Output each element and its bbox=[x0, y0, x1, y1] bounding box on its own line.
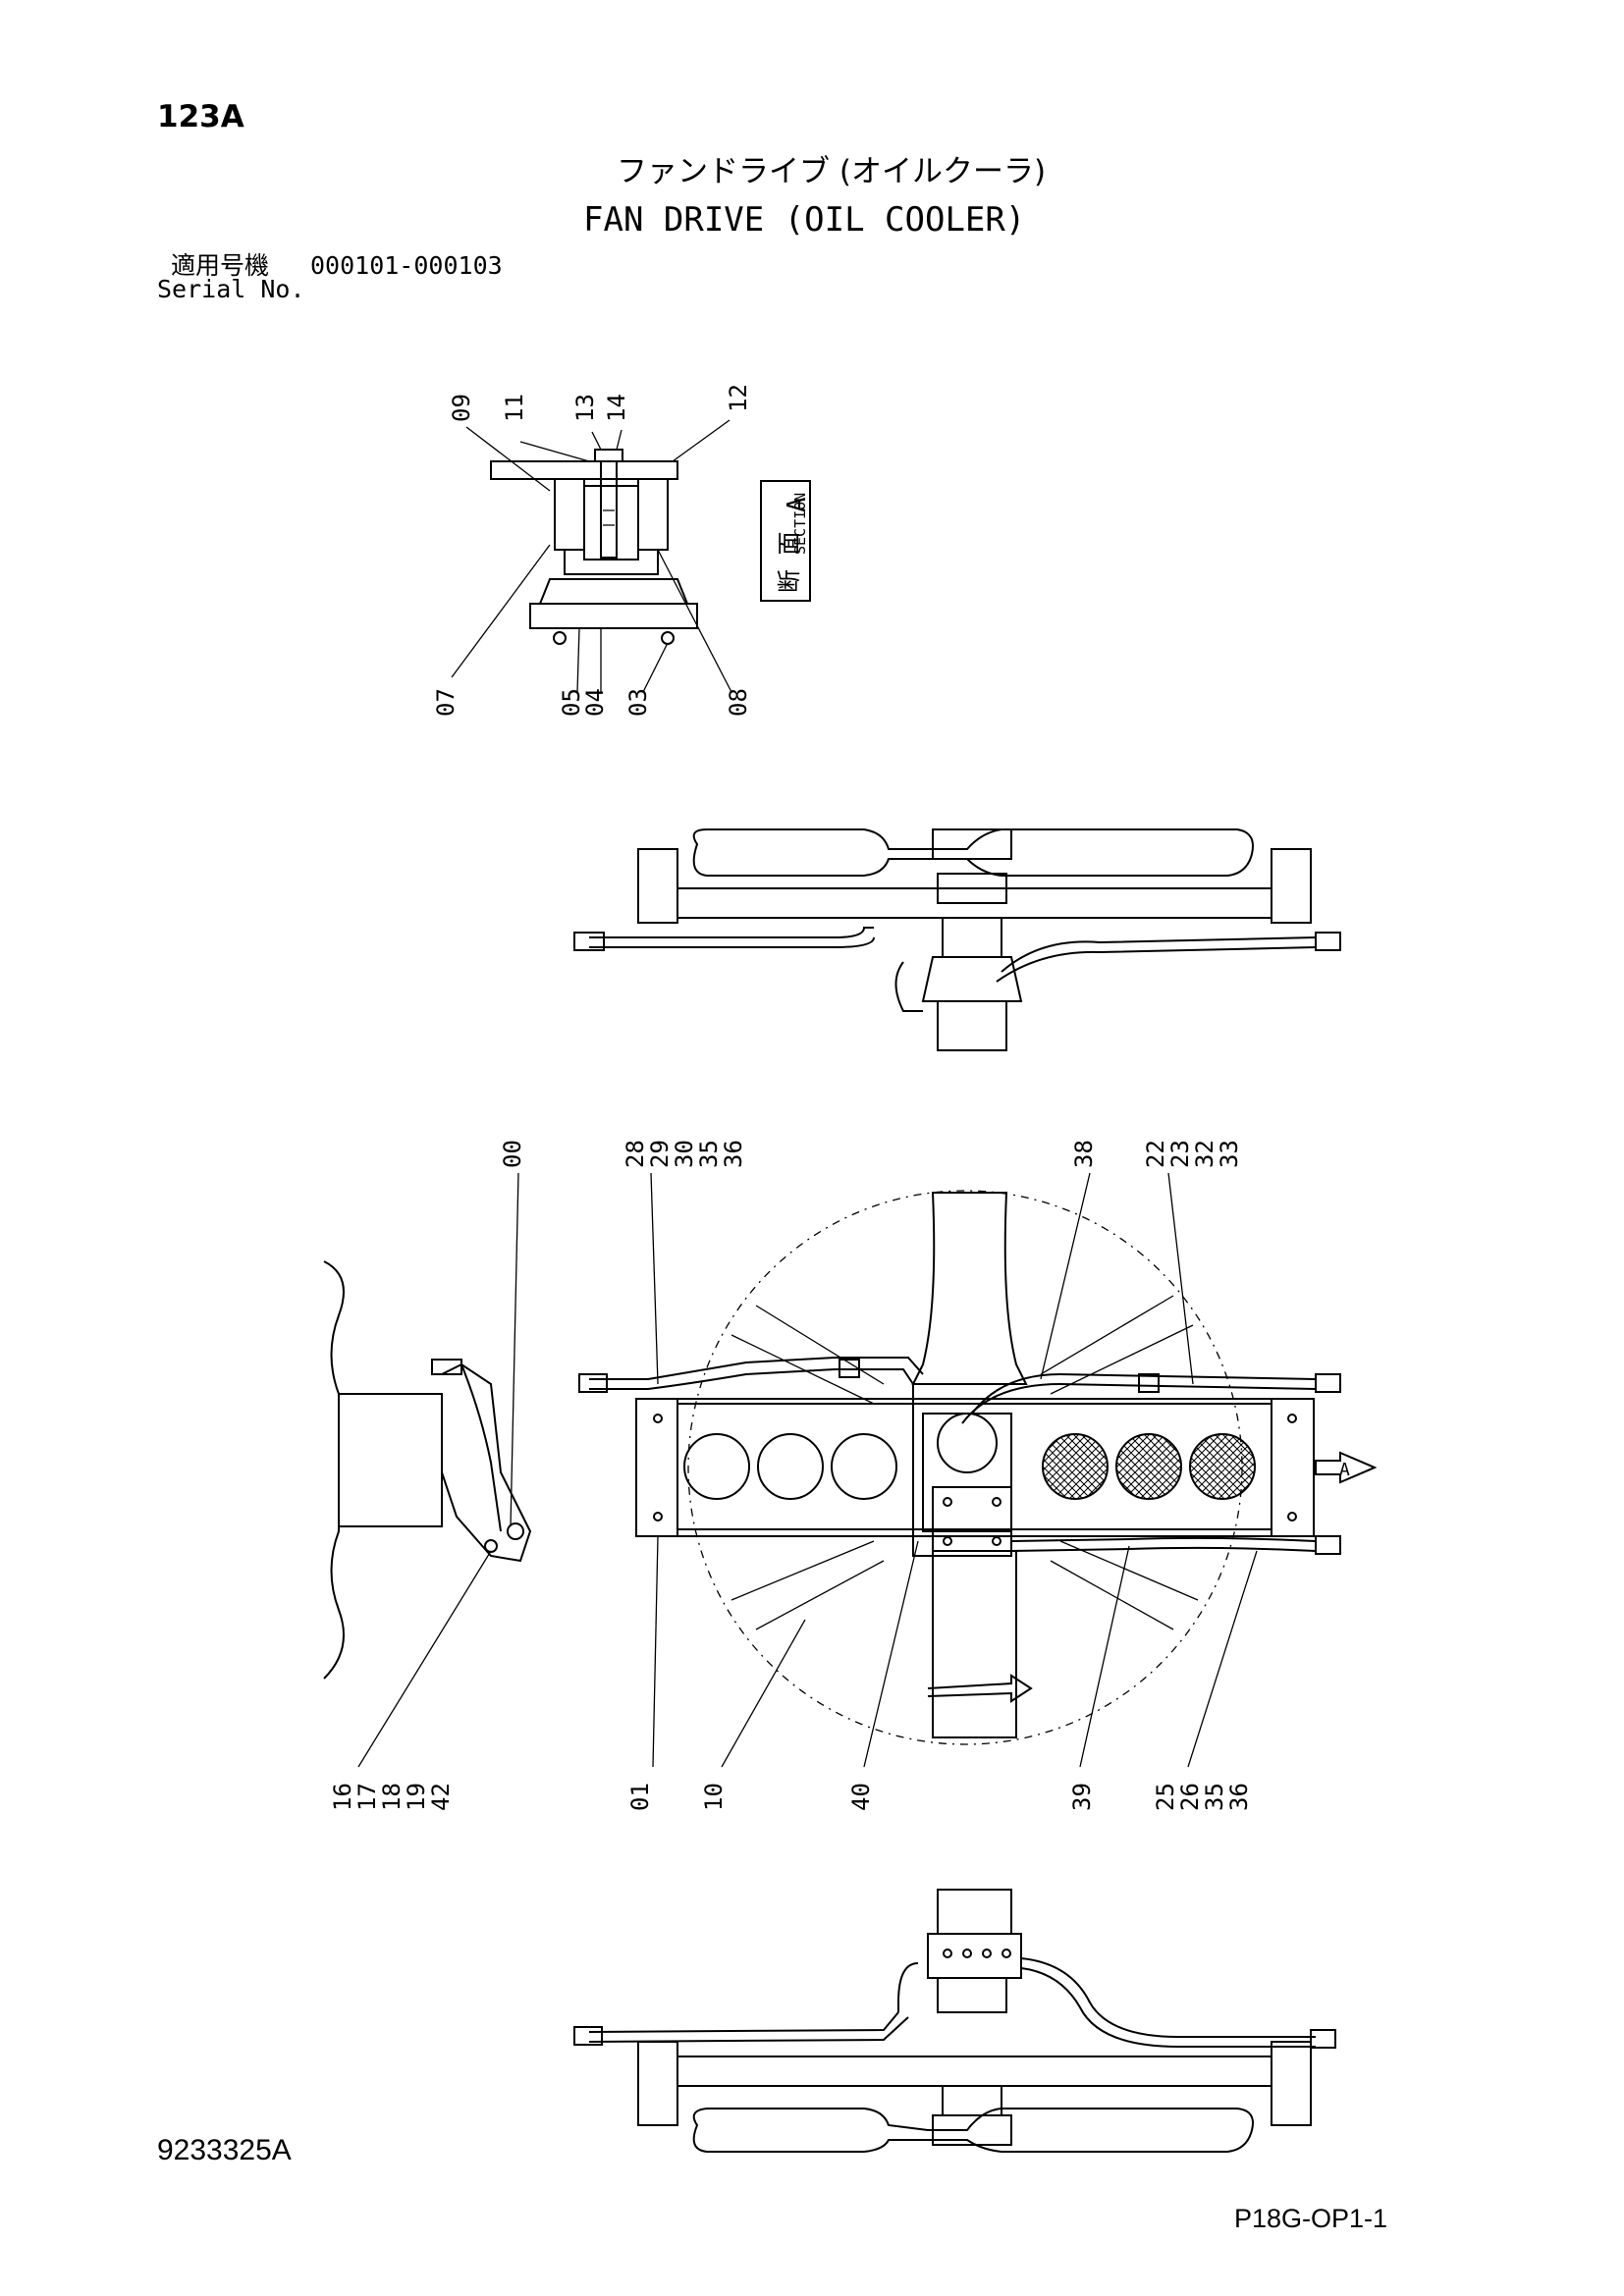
callout-26: 26 bbox=[1176, 1783, 1204, 1811]
callout-19: 19 bbox=[403, 1783, 430, 1811]
callout-12: 12 bbox=[725, 384, 752, 412]
main-plan-view: A bbox=[323, 1172, 1378, 1768]
section-a-view bbox=[451, 419, 732, 693]
callout-28: 28 bbox=[622, 1140, 649, 1168]
callout-00: 00 bbox=[499, 1140, 526, 1168]
callout-39: 39 bbox=[1068, 1783, 1096, 1811]
section-label-jp: 断 面 bbox=[776, 532, 803, 593]
sheet-code: P18G-OP1-1 bbox=[1234, 2204, 1388, 2233]
serial-label-en: Serial No. bbox=[157, 275, 305, 303]
callout-10: 10 bbox=[700, 1783, 728, 1811]
top-elevation-view bbox=[573, 828, 1341, 1051]
callout-09: 09 bbox=[448, 394, 475, 422]
callout-01: 01 bbox=[626, 1783, 654, 1811]
section-callouts-top: 09 11 13 14 12 bbox=[448, 384, 752, 422]
main-callouts-top: 00 28 29 30 35 36 38 22 23 32 33 bbox=[499, 1140, 1243, 1168]
callout-11: 11 bbox=[501, 394, 528, 422]
callout-33: 33 bbox=[1216, 1140, 1243, 1168]
callout-04: 04 bbox=[581, 688, 609, 717]
callout-32: 32 bbox=[1191, 1140, 1218, 1168]
view-marker-a: A bbox=[1339, 1460, 1350, 1480]
callout-17: 17 bbox=[353, 1783, 381, 1811]
callout-42: 42 bbox=[427, 1783, 455, 1811]
title-english: FAN DRIVE (OIL COOLER) bbox=[583, 200, 1026, 240]
callout-05: 05 bbox=[558, 688, 585, 717]
callout-29: 29 bbox=[646, 1140, 674, 1168]
callout-30: 30 bbox=[671, 1140, 698, 1168]
callout-16: 16 bbox=[329, 1783, 356, 1811]
callout-08: 08 bbox=[725, 688, 752, 717]
drawing-number: 9233325A bbox=[157, 2134, 292, 2166]
bottom-elevation-view bbox=[573, 1889, 1336, 2153]
title-japanese: ファンドライブ (オイルクーラ) bbox=[617, 154, 1047, 189]
callout-25: 25 bbox=[1152, 1783, 1179, 1811]
callout-35-b: 35 bbox=[1201, 1783, 1228, 1811]
serial-range: 000101-000103 bbox=[310, 251, 503, 280]
callout-35: 35 bbox=[695, 1140, 723, 1168]
callout-18: 18 bbox=[378, 1783, 406, 1811]
callout-07: 07 bbox=[432, 688, 460, 717]
callout-36-b: 36 bbox=[1225, 1783, 1253, 1811]
callout-36: 36 bbox=[720, 1140, 747, 1168]
page-number: 123A bbox=[157, 99, 244, 134]
callout-38: 38 bbox=[1070, 1140, 1098, 1168]
section-letter: A bbox=[783, 497, 812, 512]
section-a-label: 断 面 SECTION A bbox=[760, 480, 812, 602]
callout-13: 13 bbox=[571, 394, 599, 422]
callout-23: 23 bbox=[1166, 1140, 1194, 1168]
main-callouts-bottom: 16 17 18 19 42 01 10 40 39 25 26 35 36 bbox=[329, 1783, 1253, 1811]
section-callouts-bottom: 07 05 04 03 08 bbox=[432, 688, 752, 717]
callout-03: 03 bbox=[624, 688, 652, 717]
callout-14: 14 bbox=[603, 394, 630, 422]
section-label-en: SECTION bbox=[791, 493, 809, 555]
callout-40: 40 bbox=[847, 1783, 875, 1811]
applicable-serial-label-jp: 適用号機 bbox=[171, 251, 270, 280]
callout-22: 22 bbox=[1142, 1140, 1169, 1168]
